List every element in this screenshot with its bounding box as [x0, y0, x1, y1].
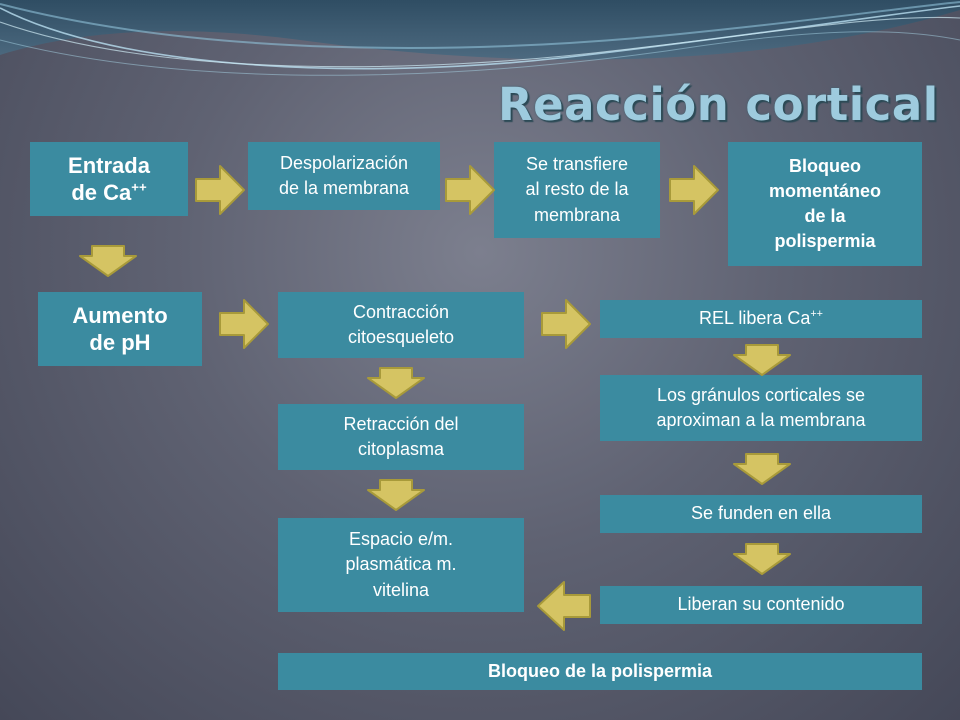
bloqueo-momentaneo-box: Bloqueo momentáneo de la polispermia	[728, 142, 922, 266]
espacio-box: Espacio e/m. plasmática m. vitelina	[278, 518, 524, 612]
bloqueo-final-text: Bloqueo de la polispermia	[487, 660, 713, 681]
contraccion-line2: citoesqueleto	[347, 327, 455, 347]
bloqueo-momentaneo-line2: momentáneo	[768, 180, 882, 201]
granulos-line1: Los gránulos corticales se	[656, 384, 866, 405]
rel-sup: ++	[810, 308, 823, 321]
despolarizacion-box: Despolarización de la membrana	[248, 142, 440, 210]
entrada-calcio-box: Entrada de Ca++	[30, 142, 188, 216]
retraccion-line1: Retracción del	[343, 413, 459, 434]
rel-libera-box: REL libera Ca++	[600, 300, 922, 338]
bloqueo-momentaneo-line1: Bloqueo	[789, 155, 861, 176]
arrow-down-icon	[733, 344, 791, 376]
granulos-box: Los gránulos corticales se aproximan a l…	[600, 375, 922, 441]
arrow-right-icon	[219, 299, 269, 349]
liberan-box: Liberan su contenido	[600, 586, 922, 624]
aumento-ph-box: Aumento de pH	[38, 292, 202, 366]
funden-box: Se funden en ella	[600, 495, 922, 533]
contraccion-box: Contracción citoesqueleto	[278, 292, 524, 358]
entrada-line2: de Ca	[71, 180, 132, 205]
aumento-ph-line2: de pH	[89, 330, 151, 355]
liberan-text: Liberan su contenido	[677, 594, 845, 615]
bloqueo-final-box: Bloqueo de la polispermia	[278, 653, 922, 690]
transfiere-box: Se transfiere al resto de la membrana	[494, 142, 660, 238]
bloqueo-momentaneo-line3: de la	[804, 206, 846, 226]
bloqueo-momentaneo-line4: polispermia	[774, 231, 876, 252]
arrow-right-icon	[541, 299, 591, 349]
rel-text: REL libera Ca	[698, 308, 811, 329]
transfiere-line2: al resto de la	[525, 179, 629, 200]
arrow-down-icon	[367, 479, 425, 511]
transfiere-line3: membrana	[533, 204, 621, 225]
contraccion-line1: Contracción	[352, 301, 450, 322]
arrow-down-icon	[367, 367, 425, 399]
retraccion-box: Retracción del citoplasma	[278, 404, 524, 470]
arrow-left-icon	[537, 581, 591, 631]
funden-text: Se funden en ella	[690, 503, 832, 524]
arrow-right-icon	[445, 165, 495, 215]
arrow-down-icon	[733, 453, 791, 485]
despolarizacion-line2: de la membrana	[278, 178, 410, 198]
granulos-line2: aproximan a la membrana	[656, 410, 866, 430]
espacio-line2: plasmática m.	[345, 554, 457, 575]
aumento-ph-line1: Aumento	[72, 302, 168, 328]
decorative-wave-header	[0, 0, 960, 76]
entrada-sup: ++	[131, 179, 147, 195]
despolarizacion-line1: Despolarización	[279, 152, 409, 173]
espacio-line1: Espacio e/m.	[348, 529, 454, 550]
espacio-line3: vitelina	[372, 579, 429, 600]
page-title: Reacción cortical	[498, 78, 939, 131]
arrow-down-icon	[79, 245, 137, 277]
arrow-right-icon	[195, 165, 245, 215]
arrow-right-icon	[669, 165, 719, 215]
arrow-down-icon	[733, 543, 791, 575]
retraccion-line2: citoplasma	[357, 439, 445, 459]
entrada-line1: Entrada	[68, 152, 150, 178]
transfiere-line1: Se transfiere	[525, 154, 629, 175]
